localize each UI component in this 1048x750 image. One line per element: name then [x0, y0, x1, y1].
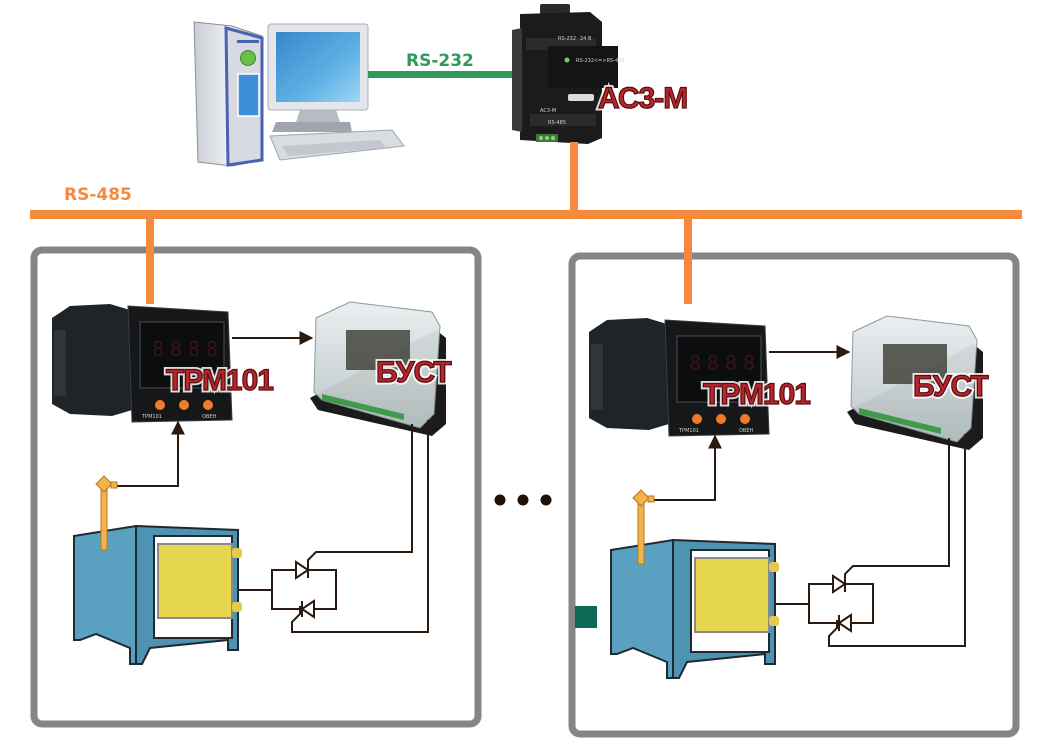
- monitor-icon: [267, 23, 405, 161]
- controller-housing: [589, 318, 669, 430]
- controller-button: [155, 400, 165, 410]
- sensor-connector: [110, 481, 118, 489]
- sensor-probe: [100, 487, 108, 551]
- sensor-signal-arrow: [653, 434, 722, 501]
- controller-button: [716, 414, 726, 424]
- thyristor-forward: [295, 560, 310, 580]
- controller-button: [692, 414, 702, 424]
- furnace-hinge: [769, 616, 779, 626]
- display-digit: 8: [152, 337, 164, 361]
- furnace-hinge: [232, 548, 242, 558]
- sensor-head: [632, 489, 650, 507]
- rs485-drop-converter: [570, 142, 578, 214]
- furnace-hinge: [232, 602, 242, 612]
- converter-label: АС3-М: [598, 82, 687, 115]
- converter-front-text: RS-232<=>RS-485: [576, 58, 625, 64]
- controller-label: ТРМ101: [703, 378, 810, 411]
- gate-wire-2: [291, 420, 429, 633]
- thyristor-reverse: [837, 613, 852, 633]
- controller-button: [203, 400, 213, 410]
- svg-text:АС3-М: АС3-М: [598, 82, 687, 115]
- sensor-head: [95, 475, 113, 493]
- controller-label-shadow: ТРМ101: [703, 378, 810, 411]
- display-digit: 8: [707, 351, 719, 375]
- furnace-hinge: [769, 562, 779, 572]
- sensor-probe: [637, 501, 645, 565]
- display-digit: 8: [188, 337, 200, 361]
- gate-wire-2: [828, 434, 966, 647]
- display-digit: 8: [725, 351, 737, 375]
- bust-board: [883, 344, 947, 384]
- rs485-label: RS-485: [64, 185, 132, 205]
- controller-front-model: ТРМ101: [678, 428, 699, 434]
- display-digit: 8: [743, 351, 755, 375]
- sensor-connector: [647, 495, 655, 503]
- converter-port-bottom: RS-485: [548, 120, 566, 126]
- furnace-icon: [73, 524, 242, 665]
- computer-tower-icon: [193, 21, 264, 167]
- furnace-door: [157, 543, 233, 619]
- power-block-label-shadow: БУСТ: [913, 370, 988, 403]
- power-block-label-shadow: БУСТ: [376, 356, 451, 389]
- display-digit: 8: [170, 337, 182, 361]
- converter-power-text: 24 В: [580, 36, 592, 42]
- rs232-label: RS-232: [406, 51, 474, 71]
- rs485-bus: [30, 210, 1022, 219]
- display-digit: 8: [206, 337, 218, 361]
- gate-wire-1: [307, 424, 413, 570]
- controller-housing: [52, 304, 132, 416]
- converter-model-text: АС3-М: [540, 108, 556, 114]
- power-block-bust: [310, 301, 446, 436]
- bust-board: [346, 330, 410, 370]
- controller-label: ТРМ101: [166, 364, 273, 397]
- power-block-label: БУСТ: [913, 370, 988, 403]
- station-frame-1: [30, 246, 482, 728]
- power-block-label: БУСТ: [376, 356, 451, 389]
- thyristor-forward: [832, 574, 847, 594]
- temperature-sensor-icon: [632, 489, 655, 565]
- computer: [193, 21, 405, 167]
- controller-display: [676, 335, 762, 403]
- bust-terminals: [859, 408, 941, 434]
- thyristor-loop: [271, 569, 337, 610]
- station-frame-2: [568, 252, 1020, 738]
- thyristor-pair-icon: [808, 574, 874, 633]
- sensor-signal-arrow: [116, 420, 185, 487]
- more-stations-ellipsis: [494, 494, 552, 506]
- thyristor-loop: [808, 583, 874, 624]
- rs232-cable: [368, 71, 518, 78]
- converter-acm: RS-232<=>RS-485 RS-232 RS-485 24 В АС3-М: [512, 4, 625, 144]
- bust-terminals: [322, 394, 404, 420]
- furnace-icon: [575, 538, 779, 679]
- controller-clip: [54, 330, 66, 396]
- controller-label-shadow: ТРМ101: [166, 364, 273, 397]
- thyristor-pair-icon: [271, 560, 337, 619]
- display-digit: 8: [689, 351, 701, 375]
- converter-port-top: RS-232: [558, 36, 576, 42]
- controller-front-model: ТРМ101: [141, 414, 162, 420]
- controller-display: [139, 321, 225, 389]
- power-block-bust: [847, 315, 983, 450]
- controller-brand: ОВЕН: [739, 428, 754, 434]
- controller-brand: ОВЕН: [202, 414, 217, 420]
- furnace-control-panel: [575, 606, 597, 628]
- controller-button: [179, 400, 189, 410]
- controller-clip: [591, 344, 603, 410]
- controller-button: [740, 414, 750, 424]
- thyristor-reverse: [300, 599, 315, 619]
- temperature-sensor-icon: [95, 475, 118, 551]
- gate-wire-1: [844, 438, 950, 584]
- furnace-door: [694, 557, 770, 633]
